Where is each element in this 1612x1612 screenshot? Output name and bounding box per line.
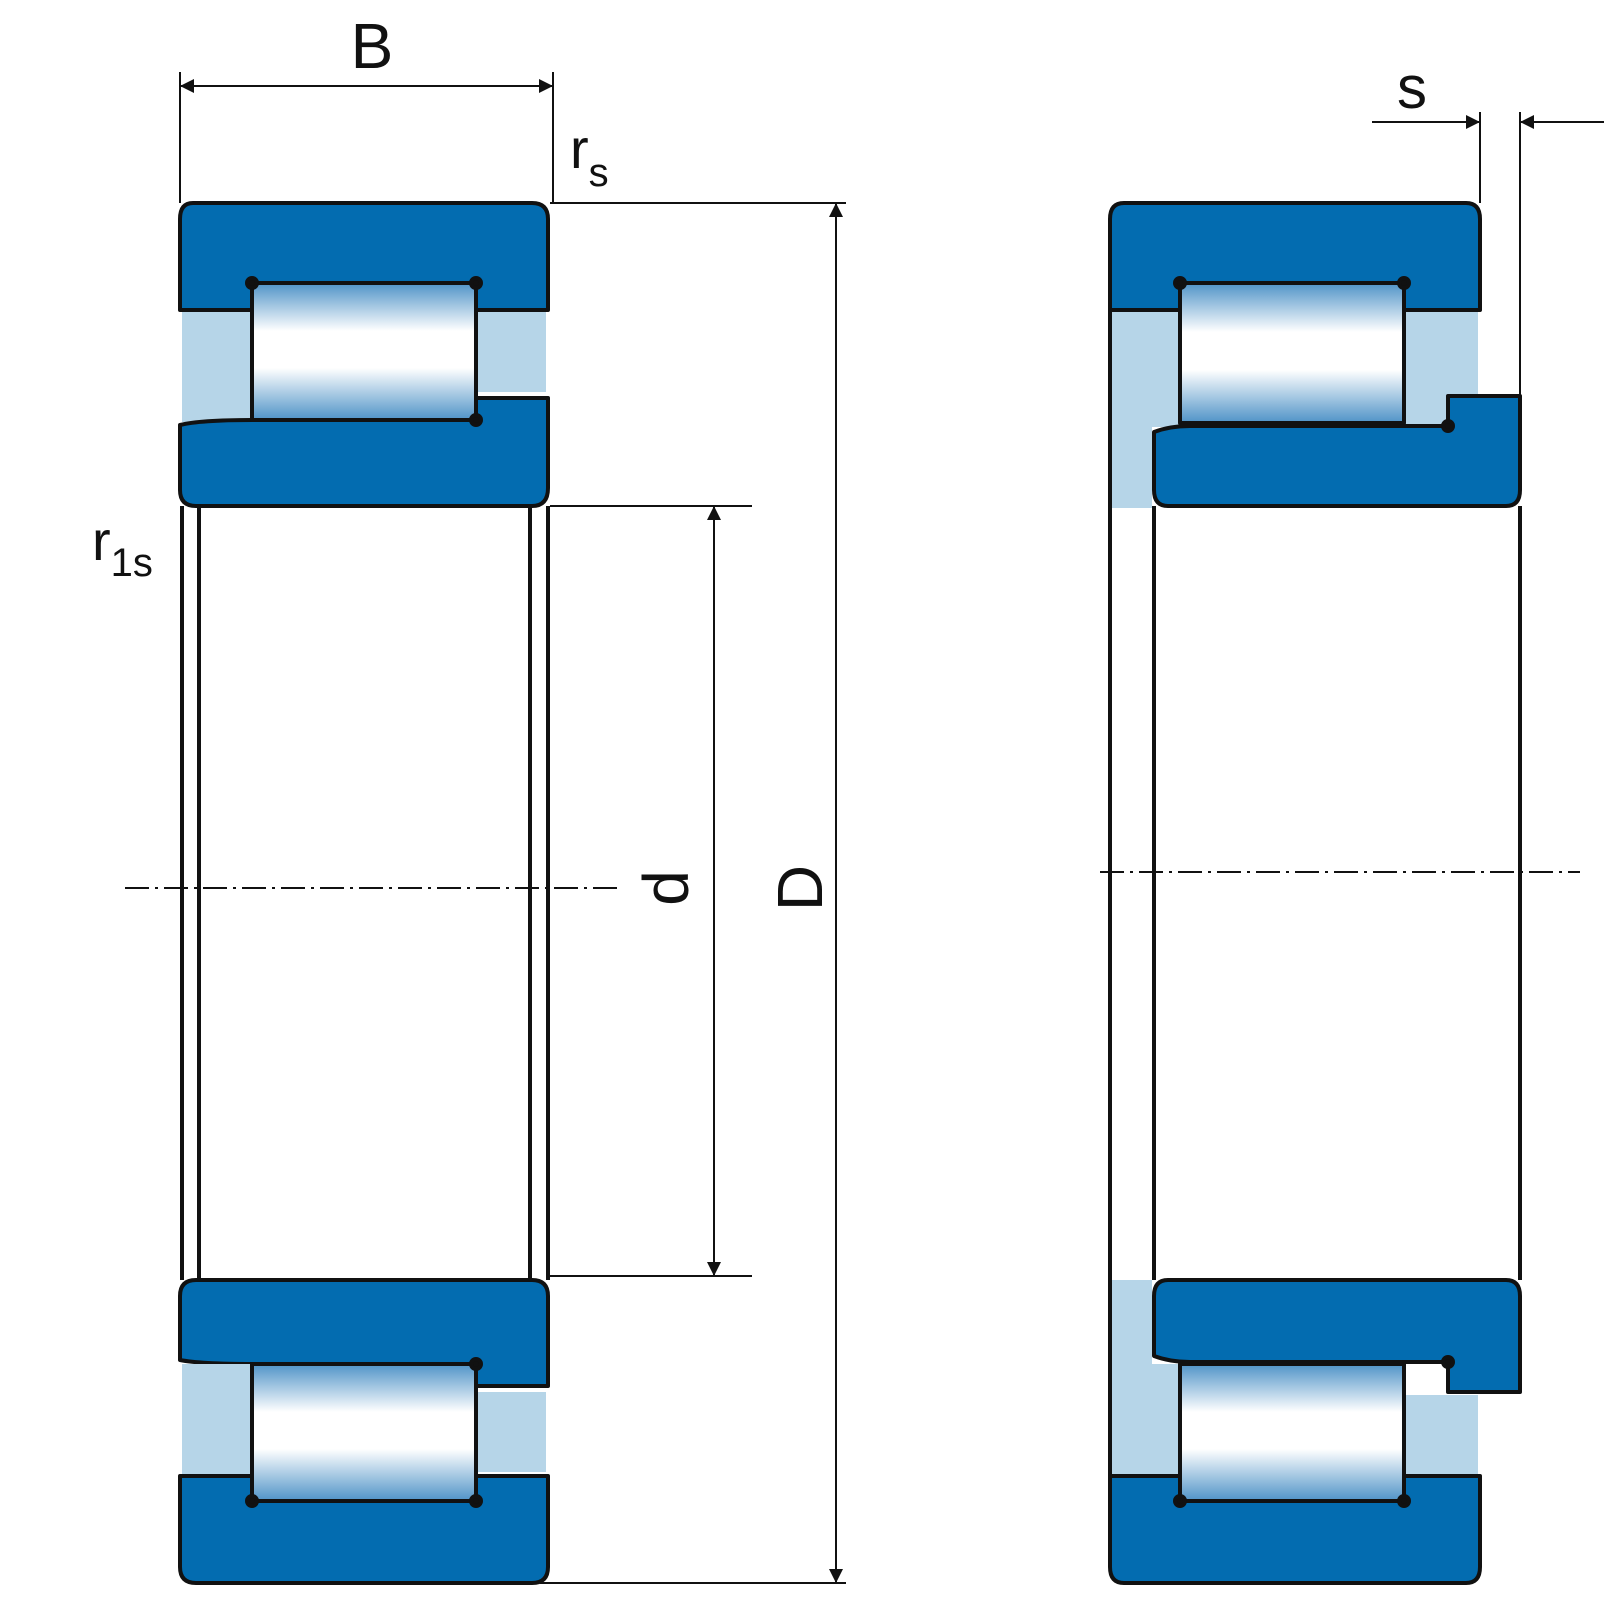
right-bearing-view — [1108, 201, 1522, 1585]
right-top-roller-dot — [1441, 419, 1455, 433]
left-top-inner-ring — [178, 396, 550, 508]
left-bearing-view — [178, 201, 550, 1585]
right-top-light-zone-left — [1112, 312, 1180, 427]
right-bottom-inner-ring — [1152, 1278, 1522, 1394]
right-top-roller-dot — [1397, 276, 1411, 290]
right-bottom-roller-dot — [1173, 1494, 1187, 1508]
label-r1s: r1s — [92, 509, 153, 585]
right-top-roller-dot — [1173, 276, 1187, 290]
dimension-D — [540, 202, 846, 1584]
right-bottom-light-zone-left — [1112, 1364, 1180, 1474]
left-bottom-roller-dot — [469, 1494, 483, 1508]
left-top-light-zone-left — [182, 312, 252, 422]
right-top-roller — [1178, 281, 1406, 425]
left-top-roller-dot — [469, 276, 483, 290]
dimension-s — [1372, 112, 1604, 396]
left-bottom-light-zone-left — [182, 1364, 252, 1474]
left-top-light-zone-right — [476, 312, 546, 392]
left-top-roller — [250, 281, 478, 422]
left-bottom-inner-ring — [178, 1278, 550, 1388]
label-B: B — [351, 10, 394, 82]
dimension-d — [550, 505, 752, 1277]
left-bottom-roller-dot — [469, 1357, 483, 1371]
right-bottom-roller-dot — [1397, 1494, 1411, 1508]
left-bottom-roller-dot — [245, 1494, 259, 1508]
left-top-roller-dot — [245, 276, 259, 290]
left-top-roller-dot — [469, 413, 483, 427]
right-top-inner-ring — [1152, 394, 1522, 508]
right-bottom-light-zone-right — [1404, 1395, 1478, 1475]
label-d: d — [630, 870, 702, 906]
label-s: s — [1397, 54, 1427, 121]
right-bottom-roller-dot — [1441, 1355, 1455, 1369]
left-bottom-light-zone-right — [476, 1392, 546, 1472]
dimension-B — [179, 72, 554, 203]
label-rs: rs — [570, 117, 609, 195]
label-D: D — [764, 865, 836, 911]
left-bottom-roller — [250, 1362, 478, 1503]
right-bottom-roller — [1178, 1362, 1406, 1503]
